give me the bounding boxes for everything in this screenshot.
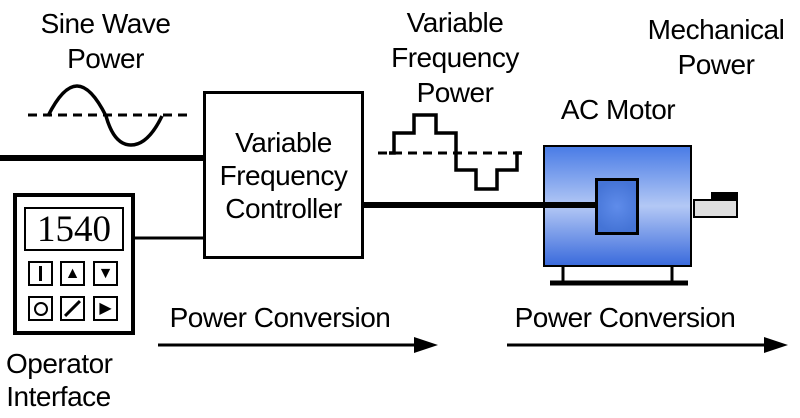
vertical-bar-icon xyxy=(39,266,42,281)
increase-button: ▲ xyxy=(60,261,85,286)
variable-frequency-controller-box: Variable Frequency Controller xyxy=(203,91,364,259)
circle-icon xyxy=(33,301,48,316)
vfp-line3: Power xyxy=(416,77,494,108)
stop-button xyxy=(28,296,53,321)
operator-interface-line2: Interface xyxy=(6,381,111,412)
slash-icon xyxy=(64,300,81,317)
triangle-up-icon: ▲ xyxy=(64,264,81,282)
vfp-line1: Variable xyxy=(406,7,504,38)
operator-display-value: 1540 xyxy=(37,208,111,250)
triangle-down-icon: ▼ xyxy=(97,264,114,282)
sine-wave-power-line1: Sine Wave xyxy=(40,8,171,39)
power-conversion-left-arrow xyxy=(158,337,438,353)
operator-interface-label: Operator Interface xyxy=(6,347,113,413)
forward-button: ▶ xyxy=(93,296,118,321)
mechanical-power-line2: Power xyxy=(677,49,755,80)
power-conversion-left-label: Power Conversion xyxy=(150,300,410,335)
controller-line2: Frequency xyxy=(219,159,348,191)
jog-button xyxy=(60,296,85,321)
motor-shaft-key xyxy=(711,192,738,200)
mechanical-power-line1: Mechanical xyxy=(647,14,785,45)
arrow-right-head-icon xyxy=(764,337,788,353)
operator-interface-line1: Operator xyxy=(6,348,113,379)
power-conversion-right-arrow xyxy=(507,337,788,353)
stepped-wave-icon xyxy=(389,113,522,191)
triangle-right-icon: ▶ xyxy=(99,299,112,317)
sine-wave-power-label: Sine Wave Power xyxy=(18,6,193,76)
motor-rotor xyxy=(595,178,639,235)
operator-display: 1540 xyxy=(24,207,124,251)
mechanical-power-label: Mechanical Power xyxy=(630,12,800,82)
sine-wave-power-line2: Power xyxy=(67,43,144,74)
sine-wave-icon xyxy=(46,84,164,147)
vfp-line2: Frequency xyxy=(391,42,519,73)
decrease-button: ▼ xyxy=(93,261,118,286)
ac-motor-text: AC Motor xyxy=(560,94,676,125)
variable-frequency-power-label: Variable Frequency Power xyxy=(385,5,525,110)
ac-motor-label: AC Motor xyxy=(543,92,693,127)
power-conversion-right-text: Power Conversion xyxy=(514,302,736,333)
arrow-left-head-icon xyxy=(414,337,438,353)
start-button xyxy=(28,261,53,286)
controller-line3: Controller xyxy=(225,192,342,224)
power-conversion-right-label: Power Conversion xyxy=(495,300,755,335)
motor-shaft xyxy=(693,199,738,218)
power-conversion-left-text: Power Conversion xyxy=(169,302,391,333)
controller-line1: Variable xyxy=(235,126,332,158)
